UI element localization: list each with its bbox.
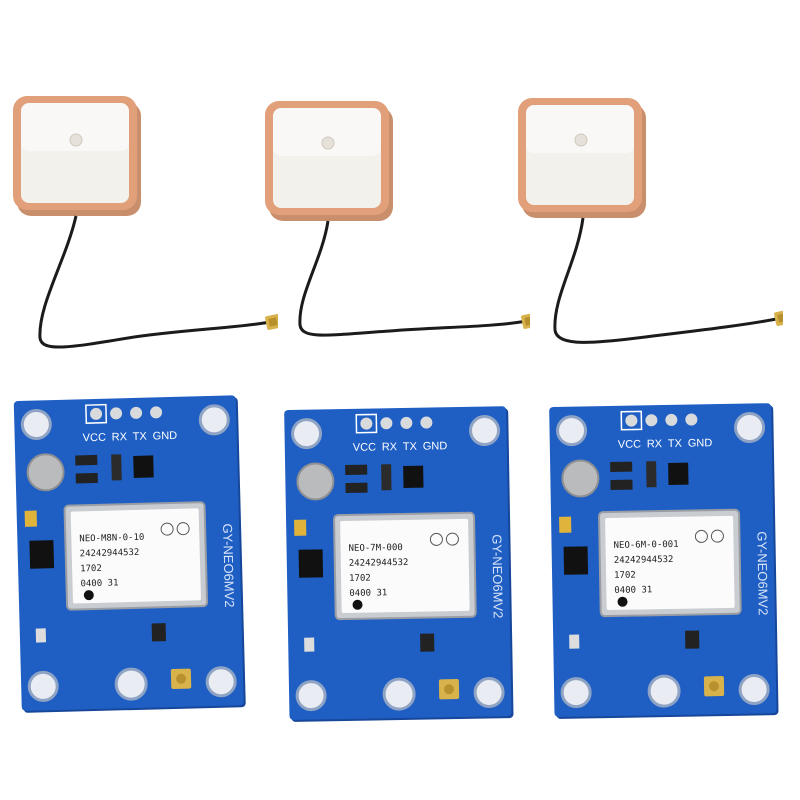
chip-date: 1702 — [614, 571, 636, 581]
chip-serial: 24242944532 — [614, 555, 674, 566]
chip-model: NEO-6M-0-001 — [613, 540, 678, 551]
gps-module-3: VCC RX TX GND NEO-6M-0-001 24242944532 1… — [549, 403, 785, 737]
pin-label-rx: RX — [647, 438, 663, 450]
chip-date: 1702 — [349, 574, 371, 584]
gps-module-1: VCC RX TX GND NEO-M8N-0-10 24242944532 1… — [13, 395, 253, 731]
pin-label-gnd: GND — [153, 430, 178, 443]
gps-antenna-3 — [513, 92, 783, 452]
chip-model: NEO-7M-000 — [348, 543, 402, 554]
pin-label-rx: RX — [382, 441, 398, 453]
pin-label-tx: TX — [403, 441, 418, 453]
board-model-label: GY-NEO6MV2 — [220, 523, 237, 607]
chip-lot: 0400 31 — [349, 588, 387, 599]
gps-patch-antenna-icon — [518, 98, 783, 344]
gps-patch-antenna-icon — [265, 101, 530, 337]
pin-label-tx: TX — [668, 438, 683, 450]
pin-label-tx: TX — [133, 431, 148, 443]
chip-serial: 24242944532 — [80, 548, 140, 560]
chip-lot: 0400 31 — [80, 578, 118, 589]
pin-label-vcc: VCC — [618, 438, 641, 450]
board-model-label: GY-NEO6MV2 — [754, 531, 770, 615]
chip-model: NEO-M8N-0-10 — [79, 533, 144, 545]
gps-antenna-1 — [8, 90, 278, 450]
chip-lot: 0400 31 — [614, 585, 652, 596]
gps-patch-antenna-icon — [13, 96, 278, 349]
pin-label-vcc: VCC — [83, 432, 107, 445]
pin-label-rx: RX — [112, 431, 128, 443]
pin-label-vcc: VCC — [353, 441, 376, 453]
gps-module-2: VCC RX TX GND NEO-7M-000 24242944532 170… — [284, 406, 520, 740]
gps-antenna-2 — [260, 95, 530, 455]
backup-battery — [296, 462, 335, 501]
backup-battery — [561, 459, 600, 498]
chip-date: 1702 — [80, 564, 102, 575]
backup-battery — [26, 453, 65, 492]
pin-label-gnd: GND — [688, 437, 713, 449]
chip-serial: 24242944532 — [349, 558, 409, 569]
pin-label-gnd: GND — [423, 440, 448, 452]
board-model-label: GY-NEO6MV2 — [489, 534, 505, 618]
